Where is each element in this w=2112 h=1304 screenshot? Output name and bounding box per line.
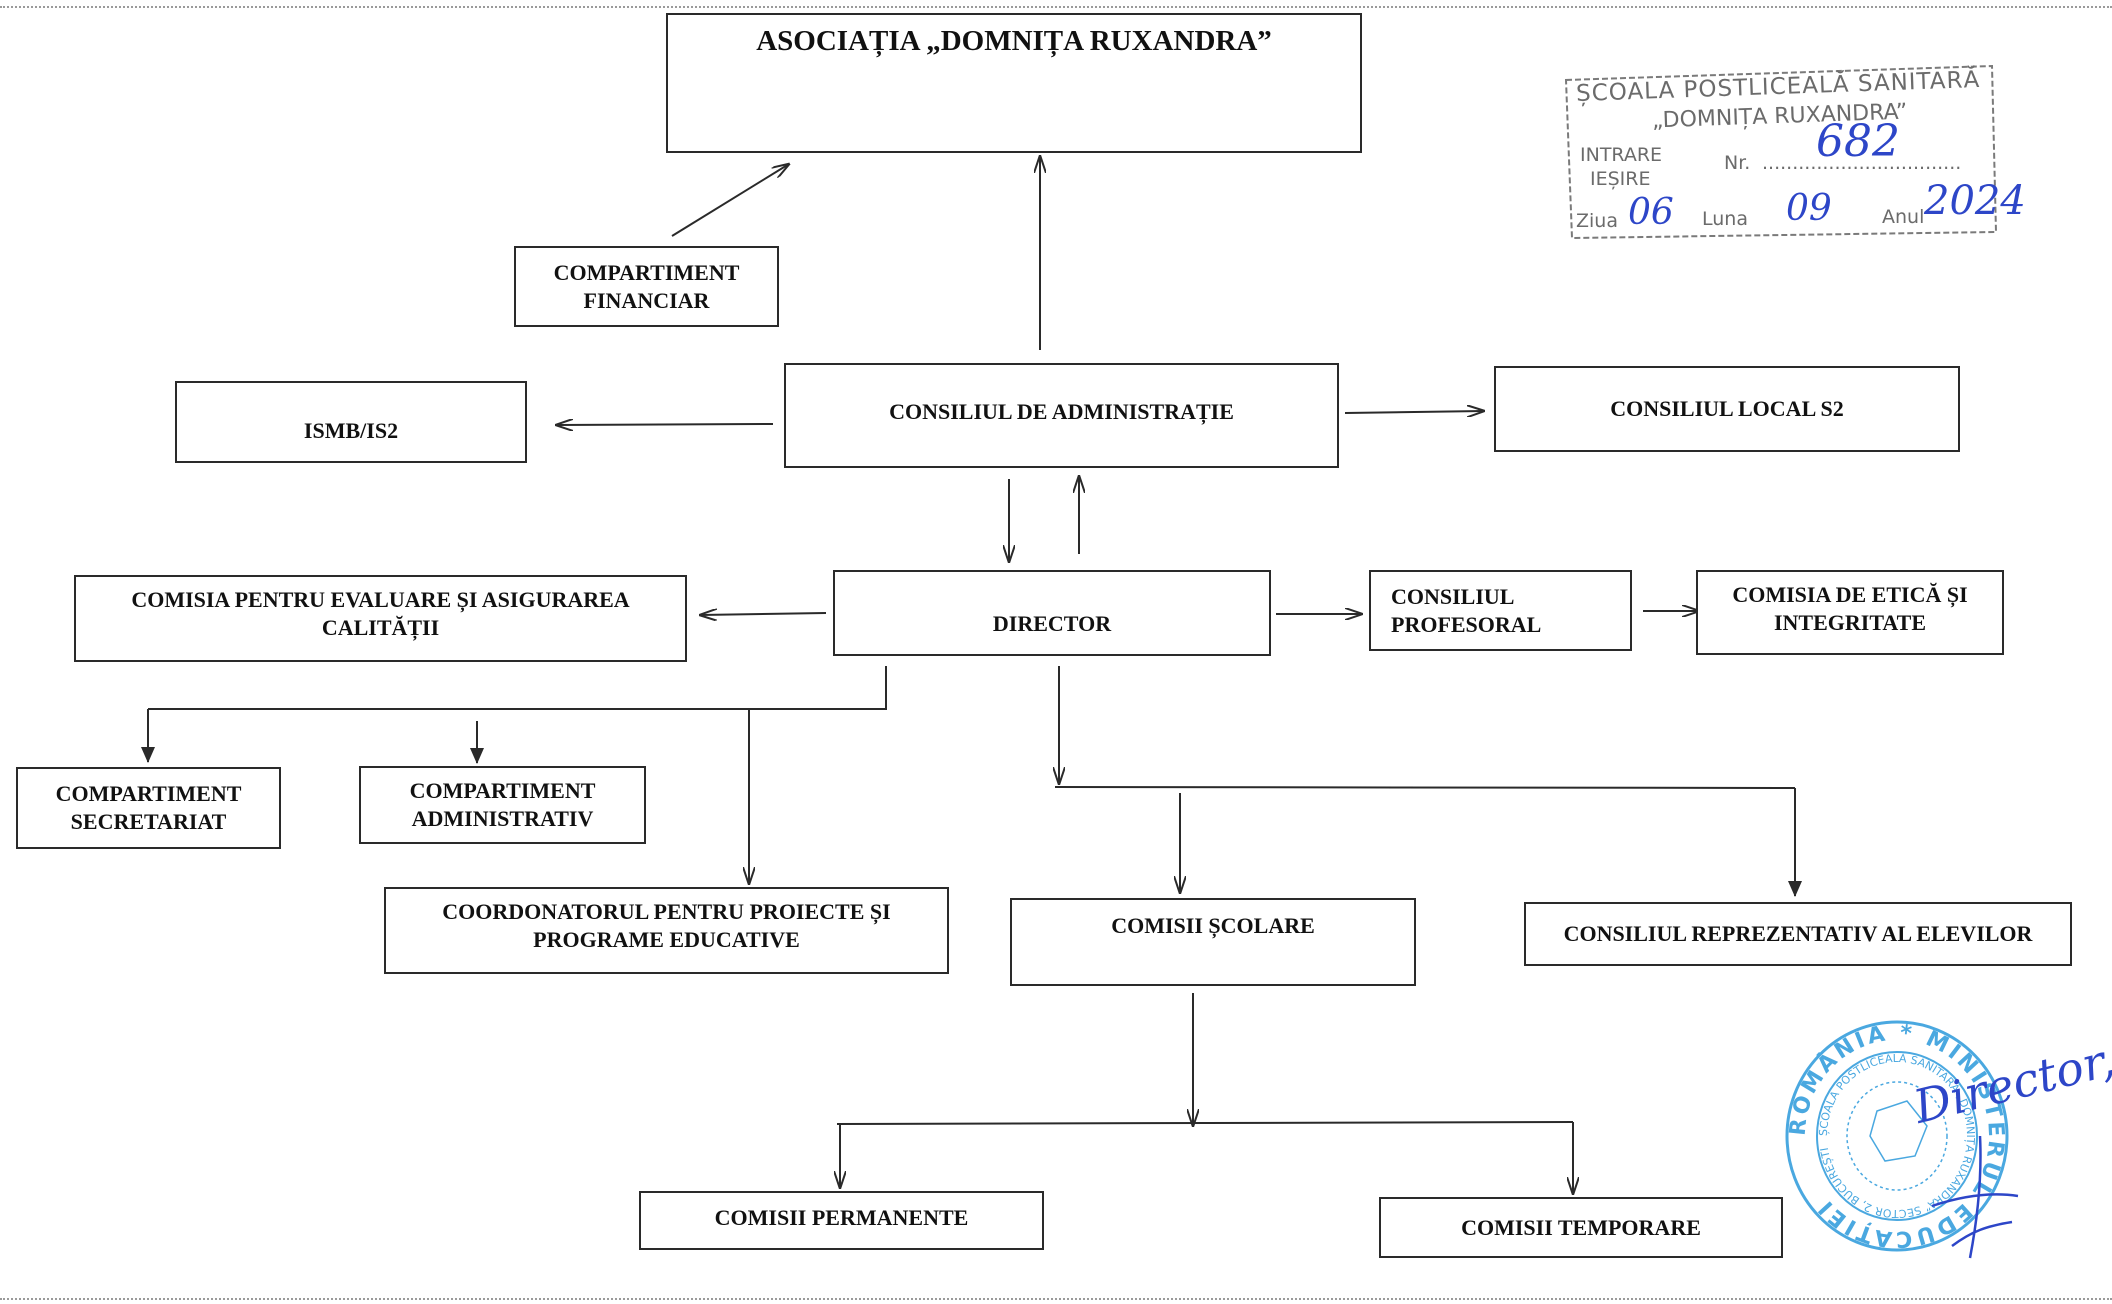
coordonatorul-label-line1: COORDONATORUL PENTRU PROIECTE ȘI [442, 898, 891, 924]
financiar-label-line2: FINANCIAR [583, 287, 710, 313]
comisii-temporare-label: COMISII TEMPORARE [1461, 1214, 1701, 1240]
comisii-permanente-label: COMISII PERMANENTE [714, 1204, 969, 1230]
box-consiliul-reprezentativ: CONSILIUL REPREZENTATIV AL ELEVILOR [1524, 902, 2072, 966]
stamp-iesire: IEȘIRE [1590, 168, 1651, 190]
financiar-label-line1: COMPARTIMENT [553, 259, 740, 285]
box-consiliul-administratie: CONSILIUL DE ADMINISTRAȚIE [784, 363, 1339, 468]
arrow-ca-to-ismb [556, 424, 774, 425]
box-compartiment-administrativ: COMPARTIMENT ADMINISTRATIV [359, 766, 646, 844]
box-compartiment-secretariat: COMPARTIMENT SECRETARIAT [16, 767, 281, 849]
comisia-evaluare-label-line1: COMISIA PENTRU EVALUARE ȘI ASIGURAREA [131, 586, 630, 612]
profesoral-label-line1: CONSILIUL [1391, 583, 1515, 609]
comisii-scolare-label: COMISII ȘCOLARE [1111, 913, 1315, 938]
arrow-financiar-to-asociatia [671, 164, 789, 237]
director-label: DIRECTOR [992, 611, 1112, 636]
connector-scolare-branch [836, 1121, 1574, 1125]
consiliul-administratie-label: CONSILIUL DE ADMINISTRAȚIE [889, 398, 1234, 424]
asociatia-label: ASOCIAȚIA „DOMNIȚA RUXANDRA” [756, 25, 1272, 57]
etica-label-line2: INTEGRITATE [1773, 609, 1926, 635]
connector-director-left-branch [148, 666, 887, 710]
stamp-nr-label: Nr. [1724, 152, 1751, 174]
stamp-luna-value: 09 [1786, 188, 1832, 229]
secretariat-label-line2: SECRETARIAT [70, 809, 227, 834]
stamp-ziua-value: 06 [1628, 192, 1674, 233]
box-comisii-scolare: COMISII ȘCOLARE [1010, 898, 1416, 986]
comisia-evaluare-label-line2: CALITĂȚII [321, 614, 440, 640]
profesoral-label-line2: PROFESORAL [1391, 611, 1542, 637]
etica-label-line1: COMISIA DE ETICĂ ȘI [1732, 581, 1968, 607]
box-comisii-temporare: COMISII TEMPORARE [1379, 1197, 1783, 1258]
box-ismb: ISMB/IS2 [175, 381, 527, 463]
stamp-nr-value: 682 [1816, 116, 1900, 167]
signature-stroke [1931, 1135, 2019, 1259]
box-comisia-etica: COMISIA DE ETICĂ ȘI INTEGRITATE [1696, 570, 2004, 655]
box-comisii-permanente: COMISII PERMANENTE [639, 1191, 1044, 1250]
coordonatorul-label-line2: PROGRAME EDUCATIVE [533, 926, 800, 952]
school-seal: ROMÂNIA * MINISTERUL EDUCAȚIEI ȘCOALA PO… [1782, 996, 2112, 1266]
stamp-anul-label: Anul [1882, 206, 1925, 228]
box-compartiment-financiar: COMPARTIMENT FINANCIAR [514, 246, 779, 327]
box-comisia-evaluare: COMISIA PENTRU EVALUARE ȘI ASIGURAREA CA… [74, 575, 687, 662]
consiliul-reprezentativ-label: CONSILIUL REPREZENTATIV AL ELEVILOR [1563, 921, 2033, 946]
box-asociatia: ASOCIAȚIA „DOMNIȚA RUXANDRA” [666, 13, 1362, 153]
box-coordonatorul: COORDONATORUL PENTRU PROIECTE ȘI PROGRAM… [384, 887, 949, 974]
registration-stamp: ȘCOALA POSTLICEALĂ SANITARĂ „DOMNIȚA RUX… [1562, 62, 2026, 242]
box-consiliul-local: CONSILIUL LOCAL S2 [1494, 366, 1960, 452]
page-border-bottom [0, 1298, 2112, 1300]
stamp-frame [1564, 64, 1998, 240]
ismb-label: ISMB/IS2 [303, 418, 399, 443]
secretariat-label-line1: COMPARTIMENT [55, 781, 242, 806]
seal-graphic: ROMÂNIA * MINISTERUL EDUCAȚIEI ȘCOALA PO… [1785, 1020, 2009, 1252]
connector-director-right-branch [1054, 786, 1796, 789]
stamp-intrare: INTRARE [1580, 144, 1663, 166]
box-director: DIRECTOR [833, 570, 1271, 656]
stamp-nr-dots: ................................. [1762, 152, 1962, 174]
administrativ-label-line2: ADMINISTRATIV [411, 806, 594, 831]
arrow-director-to-comisia-evaluare [700, 613, 827, 615]
consiliul-local-label: CONSILIUL LOCAL S2 [1610, 396, 1844, 421]
page-border-top [0, 6, 2112, 8]
stamp-ziua-label: Ziua [1576, 210, 1618, 232]
arrow-ca-to-consiliul-local [1344, 411, 1484, 413]
box-consiliul-profesoral: CONSILIUL PROFESORAL [1369, 570, 1632, 651]
administrativ-label-line1: COMPARTIMENT [409, 778, 596, 803]
stamp-anul-value: 2024 [1924, 178, 2026, 224]
stamp-luna-label: Luna [1702, 208, 1748, 230]
